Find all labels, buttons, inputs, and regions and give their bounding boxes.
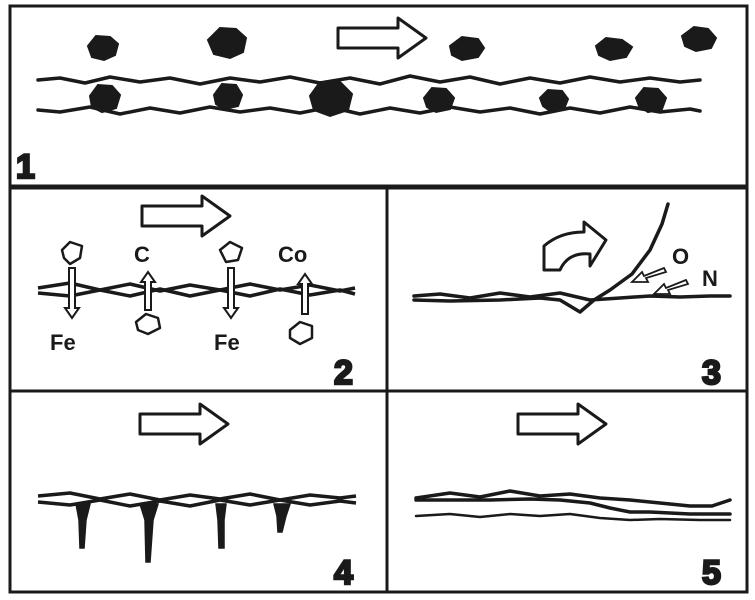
- panel-4: 4: [37, 402, 357, 593]
- panel-2-arrow-icon: [140, 194, 232, 238]
- panel-5: 5: [414, 402, 732, 593]
- arrow-down-2: [222, 267, 240, 320]
- particle-p2-2: [218, 240, 244, 264]
- panel-2: C Co Fe Fe 2: [37, 194, 356, 393]
- panel-1-arrow-icon: [336, 16, 428, 60]
- particle-embedded-6: [634, 86, 668, 114]
- panel-5-arrow-icon: [516, 402, 608, 446]
- particle-embedded-1: [88, 83, 122, 114]
- particle-free-2: [206, 26, 248, 60]
- panel-5-number: 5: [702, 554, 721, 592]
- panel-3-curved-arrow-icon: [542, 220, 608, 272]
- panel-4-number: 4: [334, 554, 353, 592]
- panel-4-fibre: [37, 491, 357, 508]
- panel-2-number: 2: [334, 354, 353, 392]
- panel-4-arrow-icon: [138, 402, 230, 446]
- panel-3-fibre: [412, 202, 732, 314]
- particle-free-1: [86, 34, 120, 62]
- panel-2-fibre: [37, 281, 356, 298]
- panel-3-frame: [385, 186, 749, 393]
- particle-p2-3: [134, 312, 162, 336]
- panel-1-frame: [8, 4, 749, 188]
- particle-embedded-2: [212, 82, 244, 111]
- panel-1-number: 1: [16, 148, 35, 186]
- panel-2-exchange-arrows: [63, 267, 314, 320]
- label-cobalt: Co: [278, 242, 307, 267]
- label-iron-1: Fe: [50, 330, 76, 355]
- particle-embedded-5: [538, 88, 570, 113]
- fibre-3-base: [412, 291, 732, 302]
- panel-3-gas-arrows: [629, 266, 690, 295]
- arrow-up-1: [139, 270, 157, 311]
- panel-3: O N 3: [412, 202, 732, 393]
- label-carbon: C: [134, 242, 150, 267]
- fibre-2-strand-a: [37, 281, 356, 293]
- particle-embedded-3: [308, 81, 354, 118]
- panel-3-number: 3: [702, 354, 721, 392]
- arrow-up-2: [296, 272, 314, 315]
- particle-embedded-4: [422, 86, 456, 114]
- gas-arrow-1: [629, 266, 668, 283]
- pit-4: [273, 503, 292, 533]
- fibre-5-middle: [414, 497, 732, 516]
- panel-borders: [8, 4, 749, 594]
- particle-p2-1: [60, 240, 84, 266]
- pit-2: [138, 503, 160, 563]
- particle-free-3: [448, 35, 486, 62]
- panel-1: 1: [15, 16, 718, 187]
- arrow-down-1: [63, 267, 81, 320]
- particle-free-5: [680, 25, 718, 53]
- panel-1-fibre: [36, 74, 702, 116]
- fibre-2-strand-b: [37, 287, 356, 298]
- panel-5-frame: [385, 389, 749, 594]
- panel-5-fibre: [414, 489, 732, 522]
- label-nitrogen: N: [702, 266, 718, 291]
- fibre-4-top: [37, 491, 357, 502]
- particle-free-4: [594, 36, 634, 62]
- label-iron-2: Fe: [214, 330, 240, 355]
- label-oxygen: O: [672, 244, 689, 269]
- gas-arrow-2: [651, 278, 690, 295]
- panel-1-free-particles: [86, 25, 718, 62]
- pit-1: [75, 503, 91, 549]
- panel-2-particles: [60, 240, 314, 346]
- fibre-3-peeled: [412, 202, 670, 314]
- fibre-4-bottom: [37, 498, 357, 508]
- fibre-5-lower: [414, 512, 732, 522]
- fibre-upper-strand: [36, 74, 702, 86]
- fibre-5-upper: [414, 489, 732, 508]
- particle-p2-4: [288, 320, 314, 346]
- pit-3: [215, 503, 227, 549]
- panel-4-pits: [75, 503, 292, 563]
- panel-1-embedded-particles: [88, 81, 668, 118]
- fibre-lower-strand: [36, 105, 702, 116]
